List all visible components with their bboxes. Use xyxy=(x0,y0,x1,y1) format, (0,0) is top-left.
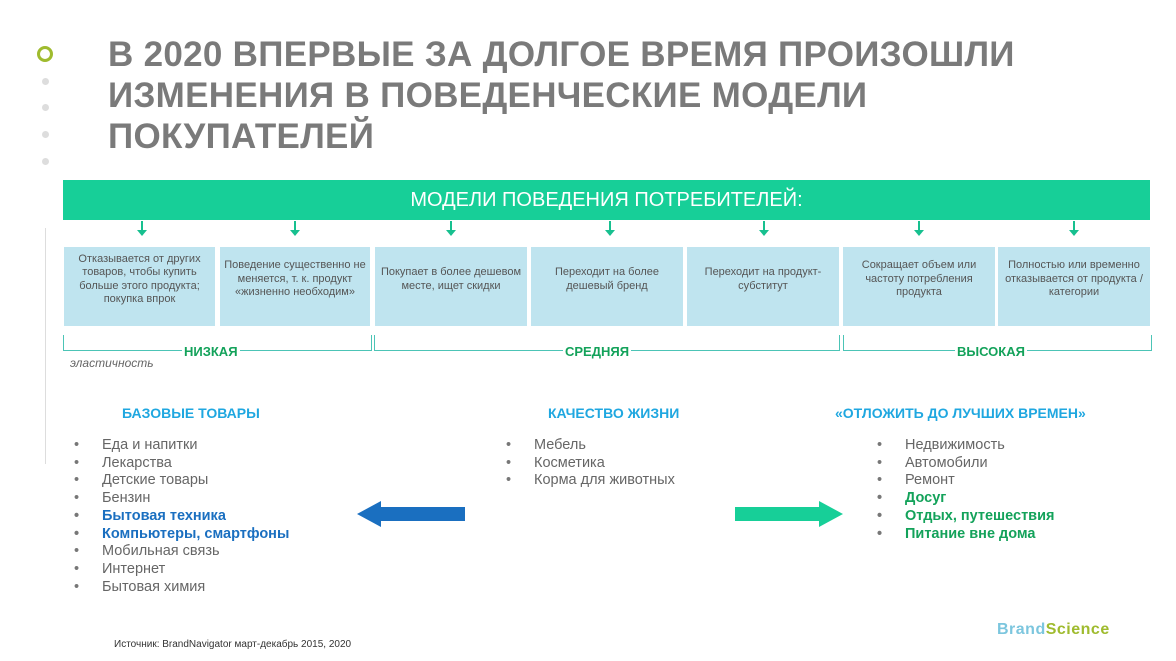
behavior-text: Полностью или временно отказывается от п… xyxy=(1005,259,1143,299)
list-item: Корма для животных xyxy=(506,472,675,490)
slide-indicator[interactable] xyxy=(42,131,49,138)
list-item: Интернет xyxy=(74,561,289,579)
arrow-down-icon xyxy=(605,221,615,236)
group-list: Мебель Косметика Корма для животных xyxy=(506,437,675,490)
group-title: БАЗОВЫЕ ТОВАРЫ xyxy=(122,405,260,421)
arrow-down-icon xyxy=(914,221,924,236)
source-note: Источник: BrandNavigator март-декабрь 20… xyxy=(114,639,352,650)
slide-indicator[interactable] xyxy=(42,104,49,111)
slide-indicator[interactable] xyxy=(42,158,49,165)
list-item: Косметика xyxy=(506,455,675,473)
elasticity-mid: СРЕДНЯЯ xyxy=(563,344,632,359)
arrow-down-icon xyxy=(446,221,456,236)
behavior-text: Покупает в более дешевом месте, ищет ски… xyxy=(380,266,522,292)
arrow-down-icon xyxy=(137,221,147,236)
list-item: Мебель xyxy=(506,437,675,455)
behavior-box: Покупает в более дешевом месте, ищет ски… xyxy=(375,247,527,326)
behavior-box: Полностью или временно отказывается от п… xyxy=(998,247,1150,326)
arrow-right-icon xyxy=(735,501,843,527)
arrow-left-icon xyxy=(357,501,465,527)
behavior-box: Переходит на продукт-субститут xyxy=(687,247,839,326)
list-item: Бытовая техника xyxy=(74,508,289,526)
behavior-box: Отказывается от других товаров, чтобы ку… xyxy=(64,247,215,326)
behavior-box: Переходит на более дешевый бренд xyxy=(531,247,683,326)
list-item: Питание вне дома xyxy=(877,526,1054,544)
slide-indicator[interactable] xyxy=(42,78,49,85)
slide-indicator-active[interactable] xyxy=(37,46,53,62)
elasticity-low: НИЗКАЯ xyxy=(182,344,240,359)
list-item: Лекарства xyxy=(74,455,289,473)
list-item: Бытовая химия xyxy=(74,579,289,597)
list-item: Досуг xyxy=(877,490,1054,508)
arrow-down-icon xyxy=(759,221,769,236)
elasticity-high: ВЫСОКАЯ xyxy=(955,344,1027,359)
list-item: Бензин xyxy=(74,490,289,508)
logo-part: Brand xyxy=(997,621,1046,638)
behavior-box: Сокращает объем или частоту потребления … xyxy=(843,247,995,326)
behavior-text: Отказывается от других товаров, чтобы ку… xyxy=(78,252,201,306)
list-item: Еда и напитки xyxy=(74,437,289,455)
list-item: Мобильная связь xyxy=(74,543,289,561)
group-list: Недвижимость Автомобили Ремонт Досуг Отд… xyxy=(877,437,1054,543)
arrow-down-icon xyxy=(1069,221,1079,236)
banner: МОДЕЛИ ПОВЕДЕНИЯ ПОТРЕБИТЕЛЕЙ: xyxy=(63,180,1150,220)
page-title: В 2020 ВПЕРВЫЕ ЗА ДОЛГОЕ ВРЕМЯ ПРОИЗОШЛИ… xyxy=(108,35,1015,156)
group-list: Еда и напитки Лекарства Детские товары Б… xyxy=(74,437,289,596)
behavior-text: Переходит на продукт-субститут xyxy=(704,266,822,292)
list-item: Компьютеры, смартфоны xyxy=(74,526,289,544)
list-item: Ремонт xyxy=(877,472,1054,490)
behavior-text: Сокращает объем или частоту потребления … xyxy=(861,259,977,299)
group-title: «ОТЛОЖИТЬ ДО ЛУЧШИХ ВРЕМЕН» xyxy=(835,405,1086,421)
arrow-down-icon xyxy=(290,221,300,236)
list-item: Отдых, путешествия xyxy=(877,508,1054,526)
list-item: Недвижимость xyxy=(877,437,1054,455)
divider xyxy=(45,228,46,464)
elasticity-label: эластичность xyxy=(70,356,154,370)
brand-logo: BrandScience xyxy=(997,621,1110,639)
behavior-box: Поведение существенно не меняется, т. к.… xyxy=(220,247,370,326)
behavior-text: Переходит на более дешевый бренд xyxy=(554,266,659,292)
list-item: Автомобили xyxy=(877,455,1054,473)
behavior-text: Поведение существенно не меняется, т. к.… xyxy=(224,259,366,299)
logo-part: Science xyxy=(1045,621,1110,638)
list-item: Детские товары xyxy=(74,472,289,490)
group-title: КАЧЕСТВО ЖИЗНИ xyxy=(548,405,680,421)
